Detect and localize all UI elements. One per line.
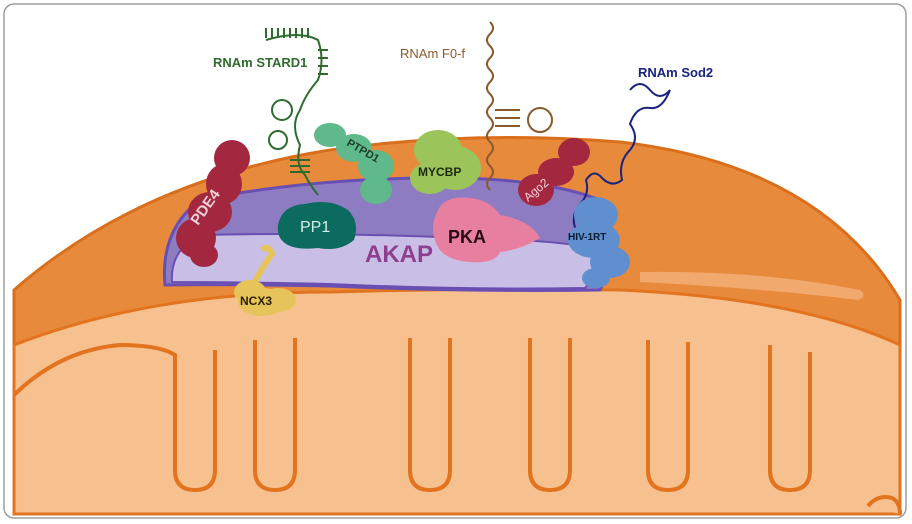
membrane-highlight bbox=[640, 271, 864, 300]
ncx3-protein bbox=[234, 244, 296, 316]
hiv1rt-protein bbox=[568, 197, 630, 288]
pp1-label: PP1 bbox=[300, 219, 330, 236]
cristae bbox=[12, 338, 902, 515]
mycbp-label: MYCBP bbox=[418, 165, 461, 179]
rna-stard1-strand bbox=[265, 28, 328, 196]
rna-f0f-strand bbox=[486, 21, 553, 191]
ncx3-label: NCX3 bbox=[240, 294, 272, 308]
rna-stard1-label: RNAm STARD1 bbox=[213, 55, 307, 70]
pka-label: PKA bbox=[448, 227, 486, 247]
inner-matrix bbox=[12, 287, 902, 516]
rna-sod2-strand bbox=[572, 83, 671, 231]
akap-label: AKAP bbox=[365, 241, 433, 268]
rna-sod2-label: RNAm Sod2 bbox=[638, 65, 713, 80]
hiv1rt-label: HIV-1RT bbox=[568, 232, 606, 243]
pp1-protein bbox=[277, 202, 356, 249]
ago2-protein bbox=[518, 138, 590, 206]
rna-f0f-label: RNAm F0-f bbox=[400, 46, 465, 61]
mycbp-protein bbox=[410, 130, 481, 194]
ptpd1-protein bbox=[314, 123, 394, 204]
pka-protein bbox=[433, 197, 540, 263]
pde4-protein bbox=[176, 140, 250, 267]
